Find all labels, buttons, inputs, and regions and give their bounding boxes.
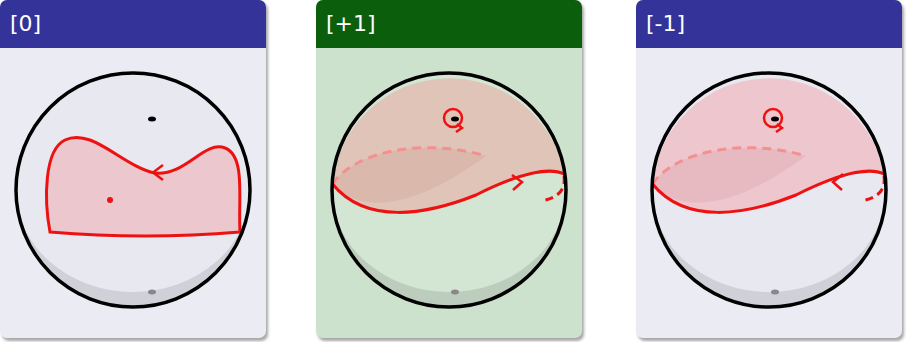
back-region bbox=[653, 148, 807, 203]
block-panel: [0] bbox=[0, 0, 266, 338]
curve-arrow bbox=[833, 174, 843, 190]
sphere-figure bbox=[16, 73, 250, 307]
sphere-fill bbox=[332, 73, 566, 307]
point-marker bbox=[107, 197, 113, 203]
sphere-figure bbox=[332, 73, 566, 307]
north-pole bbox=[148, 117, 156, 122]
north-pole bbox=[451, 117, 459, 122]
cap-region bbox=[333, 78, 565, 212]
hidden-curve bbox=[861, 176, 884, 201]
south-pole bbox=[771, 290, 779, 295]
sphere-outline bbox=[332, 73, 566, 307]
block-title: [0] bbox=[0, 0, 266, 48]
sphere-outline bbox=[652, 73, 886, 307]
curve-arrow bbox=[456, 124, 462, 132]
curve-arrow bbox=[776, 124, 782, 132]
block-panel: [-1] bbox=[636, 0, 902, 338]
sphere-shade bbox=[16, 190, 250, 307]
south-pole bbox=[451, 290, 459, 295]
back-region bbox=[333, 148, 487, 203]
sphere-fill bbox=[652, 73, 886, 307]
sphere-fill bbox=[16, 73, 250, 307]
sphere-shade bbox=[332, 190, 566, 307]
curve-arrow bbox=[512, 175, 522, 190]
sphere-figure bbox=[652, 73, 886, 307]
loop-curve bbox=[653, 171, 885, 212]
block-panel: [+1] bbox=[316, 0, 582, 338]
hidden-curve bbox=[333, 148, 487, 184]
sphere-outline bbox=[16, 73, 250, 307]
block-title: [-1] bbox=[636, 0, 902, 48]
hidden-curve bbox=[541, 176, 564, 201]
loop-curve bbox=[333, 171, 565, 212]
cap-region bbox=[653, 78, 885, 212]
sphere-shade bbox=[652, 190, 886, 307]
curve-arrow bbox=[153, 165, 163, 180]
south-pole bbox=[148, 290, 156, 295]
north-pole bbox=[771, 117, 779, 122]
hidden-curve bbox=[653, 148, 807, 184]
block-title: [+1] bbox=[316, 0, 582, 48]
small-loop bbox=[764, 109, 782, 127]
small-loop bbox=[444, 109, 462, 127]
loop-curve bbox=[47, 137, 240, 235]
